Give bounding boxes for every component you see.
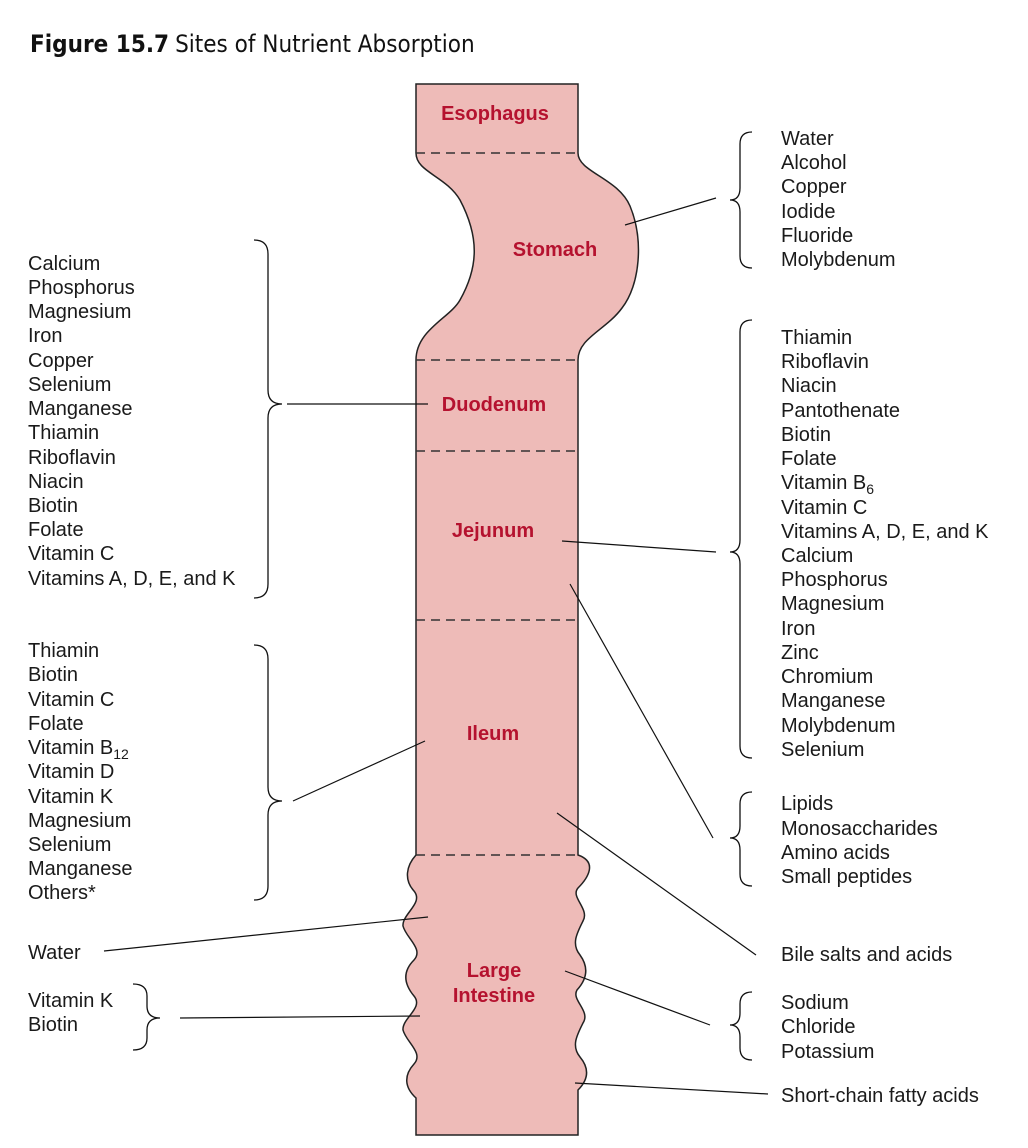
- organ-label-ileum: Ileum: [467, 723, 519, 745]
- leader-colon: [179, 1015, 421, 1019]
- organ-label-stomach: Stomach: [513, 239, 597, 261]
- nutrient-list-ileum: Thiamin Biotin Vitamin C Folate Vitamin …: [28, 640, 133, 904]
- brace-colon: [132, 983, 161, 1051]
- nutrient-item: Water: [781, 128, 834, 150]
- organ-label-large-intestine-line1: Large: [467, 960, 521, 982]
- nutrient-item: Thiamin: [781, 327, 852, 349]
- nutrient-item: Vitamin K: [28, 786, 114, 808]
- leader-macronutrients: [569, 583, 714, 839]
- nutrient-item: Vitamin C: [28, 689, 114, 711]
- nutrient-item-scfa: Short-chain fatty acids: [781, 1085, 979, 1107]
- nutrient-item: Magnesium: [781, 593, 884, 615]
- nutrient-item: Manganese: [781, 690, 886, 712]
- nutrient-item-water: Water: [28, 942, 81, 964]
- figure-label: Figure 15.7: [30, 30, 169, 58]
- leader-water: [103, 916, 429, 952]
- nutrient-item: Manganese: [28, 398, 133, 420]
- nutrient-item: Pantothenate: [781, 400, 900, 422]
- nutrient-list-duodenum: Calcium Phosphorus Magnesium Iron Copper…: [28, 253, 236, 590]
- nutrient-item: Potassium: [781, 1041, 874, 1063]
- organ-label-large-intestine-line2: Intestine: [453, 985, 535, 1007]
- figure-caption: Sites of Nutrient Absorption: [175, 30, 475, 58]
- nutrient-item: Copper: [781, 176, 847, 198]
- nutrient-item: Alcohol: [781, 152, 847, 174]
- nutrient-item: Small peptides: [781, 866, 912, 888]
- nutrient-item: Manganese: [28, 858, 133, 880]
- nutrient-item-vitamin-b6: Vitamin B6: [781, 472, 874, 497]
- nutrient-item: Copper: [28, 350, 94, 372]
- brace-macronutrients: [729, 791, 753, 887]
- nutrient-item: Chromium: [781, 666, 873, 688]
- leader-jejunum: [561, 540, 717, 553]
- nutrient-item: Iron: [28, 325, 62, 347]
- nutrient-item: Others*: [28, 882, 96, 904]
- brace-ileum: [253, 644, 283, 901]
- nutrient-item: Biotin: [28, 495, 78, 517]
- organ-label-jejunum: Jejunum: [452, 520, 534, 542]
- brace-jejunum: [729, 319, 753, 759]
- nutrient-item: Vitamins A, D, E, and K: [781, 521, 989, 543]
- leader-ileum: [292, 740, 426, 802]
- nutrient-list-electrolytes: Sodium Chloride Potassium: [781, 992, 874, 1063]
- nutrient-item-vitamin-b12: Vitamin B12: [28, 737, 129, 762]
- nutrient-item: Vitamin C: [28, 543, 114, 565]
- nutrient-list-colon: Vitamin K Biotin: [28, 990, 114, 1036]
- nutrient-item: Riboflavin: [781, 351, 869, 373]
- nutrient-item: Niacin: [28, 471, 84, 493]
- nutrient-item: Calcium: [28, 253, 100, 275]
- nutrient-item: Biotin: [28, 664, 78, 686]
- nutrient-item: Biotin: [781, 424, 831, 446]
- nutrient-item: Amino acids: [781, 842, 890, 864]
- leader-stomach: [624, 197, 717, 226]
- leader-electrolytes: [564, 970, 711, 1026]
- nutrient-item: Molybdenum: [781, 715, 896, 737]
- nutrient-item: Folate: [781, 448, 837, 470]
- nutrient-list-macronutrients: Lipids Monosaccharides Amino acids Small…: [781, 793, 938, 888]
- leader-scfa: [574, 1082, 769, 1095]
- nutrient-item: Niacin: [781, 375, 837, 397]
- nutrient-item: Vitamin D: [28, 761, 114, 783]
- nutrient-item: Phosphorus: [28, 277, 135, 299]
- nutrient-item: Selenium: [28, 834, 111, 856]
- organ-label-duodenum: Duodenum: [442, 394, 546, 416]
- nutrient-item: Vitamin K: [28, 990, 114, 1012]
- nutrient-item: Iodide: [781, 201, 836, 223]
- nutrient-list-jejunum: Thiamin Riboflavin Niacin Pantothenate B…: [781, 327, 989, 761]
- leader-bile: [556, 812, 757, 956]
- nutrient-item: Folate: [28, 519, 84, 541]
- nutrient-list-stomach: Water Alcohol Copper Iodide Fluoride Mol…: [781, 128, 896, 271]
- nutrient-item: Iron: [781, 618, 815, 640]
- nutrient-item: Phosphorus: [781, 569, 888, 591]
- nutrient-item: Fluoride: [781, 225, 853, 247]
- nutrient-item: Monosaccharides: [781, 818, 938, 840]
- nutrient-item: Vitamin C: [781, 497, 867, 519]
- organ-label-esophagus: Esophagus: [441, 103, 549, 125]
- nutrient-item: Thiamin: [28, 422, 99, 444]
- nutrient-item: Calcium: [781, 545, 853, 567]
- nutrient-item: Thiamin: [28, 640, 99, 662]
- nutrient-item: Zinc: [781, 642, 819, 664]
- nutrient-item: Folate: [28, 713, 84, 735]
- nutrient-item: Riboflavin: [28, 447, 116, 469]
- nutrient-item: Sodium: [781, 992, 849, 1014]
- nutrient-item: Vitamins A, D, E, and K: [28, 568, 236, 590]
- nutrient-item-bile: Bile salts and acids: [781, 944, 952, 966]
- brace-electrolytes: [729, 991, 753, 1061]
- nutrient-item: Magnesium: [28, 810, 131, 832]
- brace-duodenum: [253, 239, 283, 599]
- nutrient-item: Chloride: [781, 1016, 855, 1038]
- nutrient-item: Magnesium: [28, 301, 131, 323]
- nutrient-item: Selenium: [781, 739, 864, 761]
- nutrient-item: Lipids: [781, 793, 833, 815]
- nutrient-item: Molybdenum: [781, 249, 896, 271]
- nutrient-item: Selenium: [28, 374, 111, 396]
- nutrient-item: Biotin: [28, 1014, 78, 1036]
- brace-stomach: [729, 131, 753, 269]
